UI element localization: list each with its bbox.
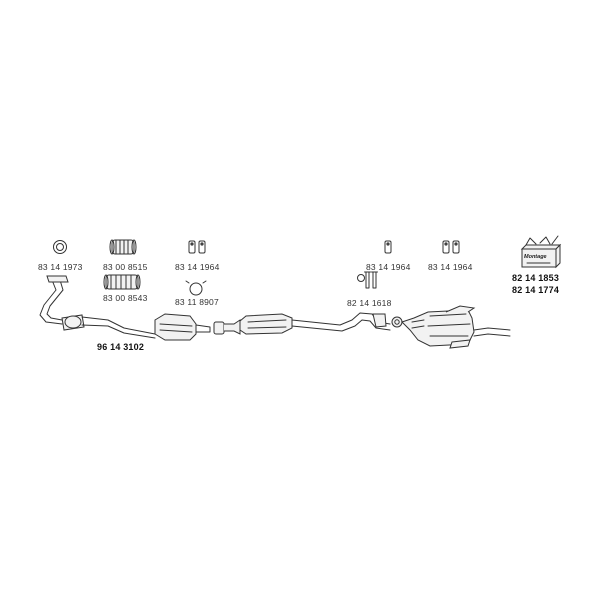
part-number-label: 83 14 1964 — [175, 262, 220, 272]
rubber-hanger-icon — [442, 240, 460, 254]
pipe-clamp-icon — [185, 280, 207, 296]
part-number-label: 82 14 1774 — [512, 285, 560, 295]
part-number-label: 83 11 8907 — [175, 297, 219, 307]
gasket-ring-icon — [53, 240, 67, 254]
rear-silencer — [401, 305, 511, 349]
part-number-label: 83 14 1964 — [428, 262, 473, 272]
part-number-label: 83 00 8515 — [103, 262, 148, 272]
part-number-label: 83 14 1973 — [38, 262, 83, 272]
bolt-set-icon — [357, 271, 378, 289]
flex-pipe-icon — [109, 239, 137, 255]
mounting-kit-box-icon: Montage — [520, 235, 562, 269]
kit-box-label: Montage — [524, 254, 547, 260]
part-number-label: 82 14 1618 — [347, 298, 392, 308]
part-number-label: 96 14 3102 — [97, 342, 145, 352]
part-number-label: 83 00 8543 — [103, 293, 148, 303]
part-number-label: 83 14 1964 — [366, 262, 411, 272]
intermediate-pipe — [291, 312, 391, 332]
pipe-joint — [213, 319, 241, 335]
front-pipe — [39, 275, 156, 339]
flex-pipe-long-icon — [103, 274, 141, 290]
rubber-hanger-icon — [188, 240, 206, 254]
rubber-hanger-icon — [384, 240, 392, 254]
rear-clamp — [391, 316, 403, 328]
part-number-label: 82 14 1853 — [512, 273, 560, 283]
catalytic-converter — [154, 313, 211, 341]
middle-silencer — [239, 313, 293, 335]
